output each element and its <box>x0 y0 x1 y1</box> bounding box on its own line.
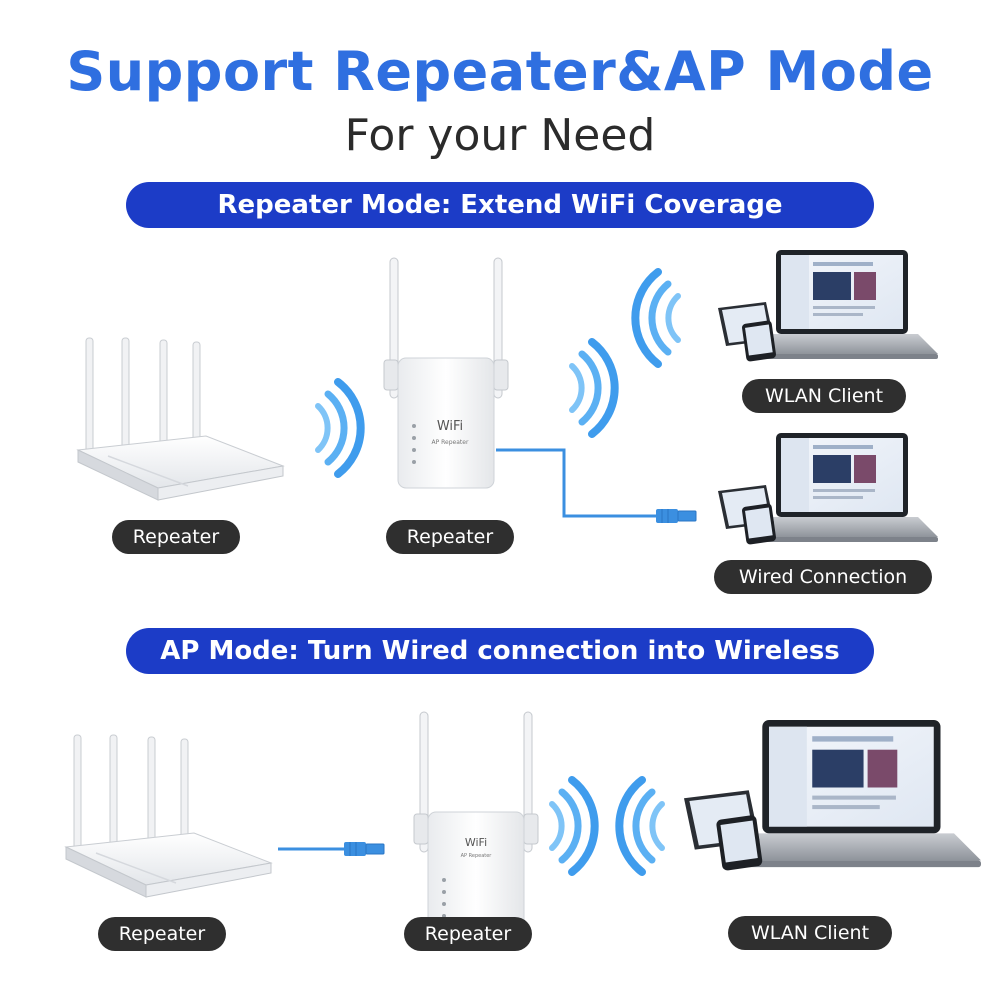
wlan-client-label: WLAN Client <box>742 379 906 413</box>
laptop-icon <box>684 720 981 872</box>
repeater-device-icon <box>383 257 509 489</box>
page-subtitle: For your Need <box>344 110 656 161</box>
laptop-icon <box>718 250 938 362</box>
wired-connection-label: Wired Connection <box>714 560 932 594</box>
router-icon <box>65 734 272 898</box>
repeater-label: Repeater <box>386 520 514 554</box>
wifi-signal-icon <box>572 342 615 434</box>
router-icon <box>77 337 284 501</box>
router-label: Repeater <box>112 520 240 554</box>
wifi-signal-icon <box>552 780 595 872</box>
page-title: Support Repeater&AP Mode <box>66 40 934 103</box>
device-model-text: AP Repeater <box>461 853 493 859</box>
device-logo-text: WiFi <box>465 836 487 849</box>
ethernet-cable-icon <box>496 448 656 518</box>
router-label: Repeater <box>98 917 226 951</box>
repeater-device-icon <box>413 711 539 943</box>
device-model-text: AP Repeater <box>432 439 469 446</box>
laptop-icon <box>718 433 938 545</box>
device-logo-text: WiFi <box>437 419 463 434</box>
wlan-client-label: WLAN Client <box>728 916 892 950</box>
repeater-label: Repeater <box>404 917 532 951</box>
ethernet-plug-icon <box>343 841 385 857</box>
wifi-signal-icon <box>619 780 662 872</box>
ethernet-plug-icon <box>655 508 697 524</box>
wifi-signal-icon <box>635 272 678 364</box>
ap-mode-banner: AP Mode: Turn Wired connection into Wire… <box>126 628 874 674</box>
wifi-signal-icon <box>318 382 361 474</box>
repeater-mode-banner: Repeater Mode: Extend WiFi Coverage <box>126 182 874 228</box>
